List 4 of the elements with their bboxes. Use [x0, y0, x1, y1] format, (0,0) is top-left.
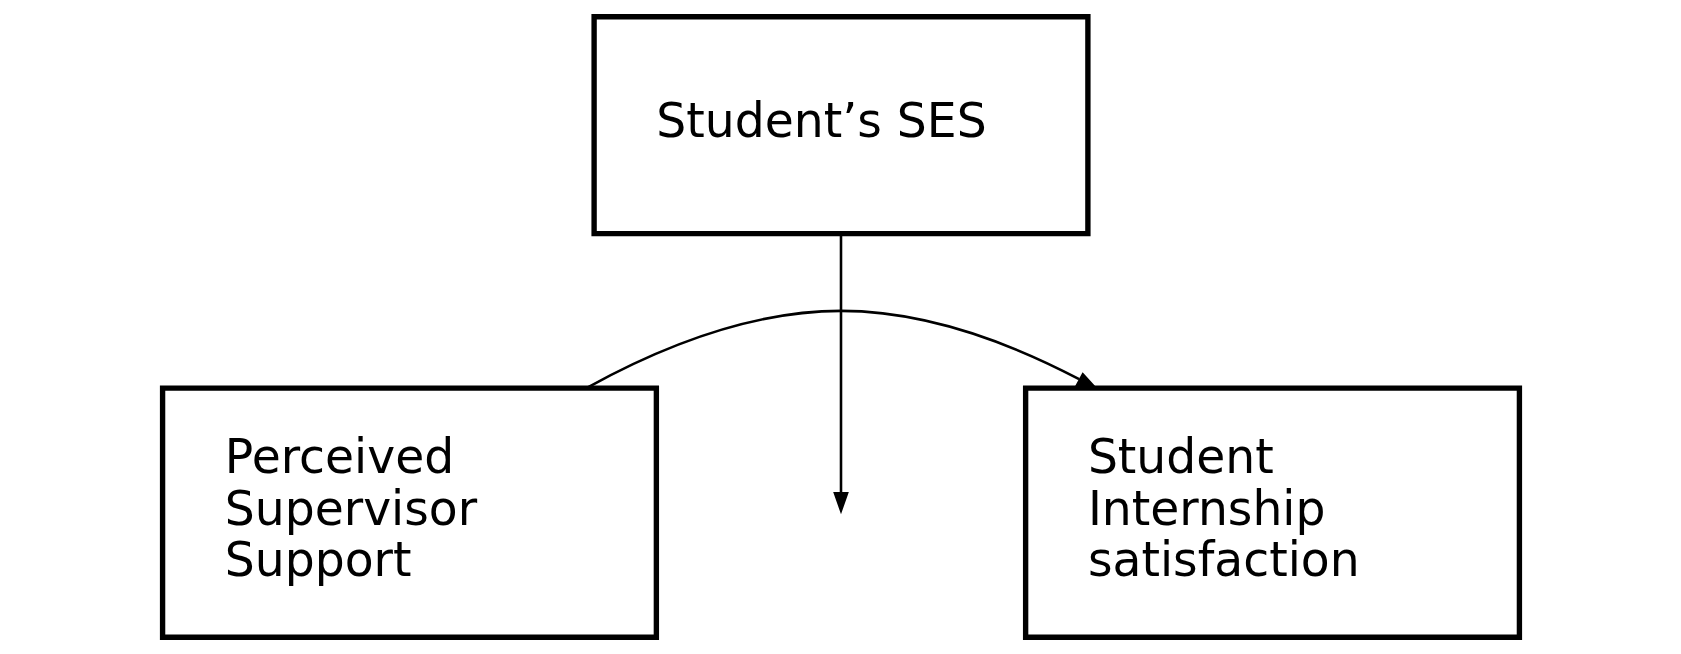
node-box: Student’s SES	[590, 14, 1091, 237]
arrow	[832, 234, 849, 515]
node-box: Perceived Supervisor Support	[159, 385, 659, 640]
node-box: Student Internship satisfaction	[1022, 385, 1522, 640]
